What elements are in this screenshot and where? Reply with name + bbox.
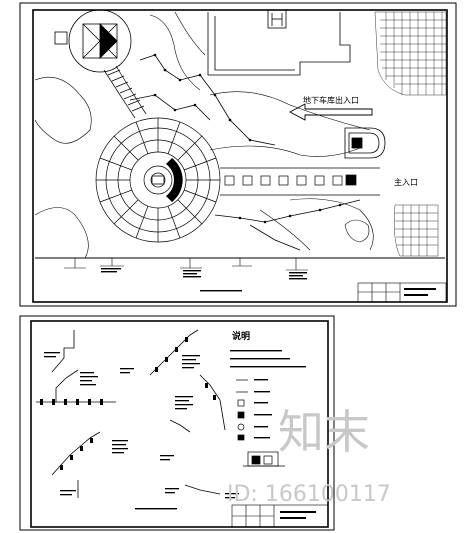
paved-area-lower bbox=[393, 204, 439, 257]
circular-plaza bbox=[95, 117, 221, 243]
main-entrance-label: 主入口 bbox=[394, 177, 418, 187]
landscape-outlines bbox=[34, 11, 374, 259]
pipe-nodes bbox=[153, 53, 342, 224]
plan-outer-border bbox=[19, 2, 457, 307]
legend-sheet: 说明 bbox=[19, 315, 335, 531]
pipe-fitting-marks bbox=[40, 337, 216, 470]
legend-descriptions bbox=[254, 379, 272, 439]
notes-title: 说明 bbox=[232, 330, 250, 342]
entrance-gate bbox=[344, 127, 386, 159]
diagram-annotation-blocks bbox=[44, 352, 239, 510]
watermark-brand: 知末 bbox=[278, 405, 370, 459]
stepped-walkway bbox=[103, 65, 147, 119]
site-plan-sheet: 地下车库出入口 主入口 bbox=[19, 2, 457, 307]
legend-title-block bbox=[231, 504, 329, 528]
watermark: 知末 ID: 166100117 bbox=[227, 405, 391, 507]
plan-inner-border bbox=[32, 9, 448, 303]
plan-title-block bbox=[357, 282, 447, 303]
legend-symbols bbox=[236, 379, 248, 441]
pyramid-pavilion bbox=[54, 9, 132, 73]
callout-text-blocks bbox=[101, 268, 307, 280]
building-outline bbox=[207, 9, 351, 76]
parking-entrance-label: 地下车库出入口 bbox=[303, 95, 359, 105]
watermark-id: ID: 166100117 bbox=[227, 482, 391, 507]
plaza-center-feature bbox=[151, 175, 165, 185]
notes-lines bbox=[230, 350, 306, 368]
legend-inner-border bbox=[30, 320, 329, 528]
callout-leaders bbox=[64, 258, 308, 271]
legend-outer-border bbox=[19, 315, 335, 531]
equipment-detail bbox=[243, 451, 285, 467]
plaza-dark-arc bbox=[166, 158, 183, 202]
plan-title-underline bbox=[200, 290, 242, 292]
parking-entrance-arrow bbox=[289, 103, 373, 121]
entrance-walkway bbox=[220, 167, 380, 196]
paved-area bbox=[374, 11, 447, 96]
